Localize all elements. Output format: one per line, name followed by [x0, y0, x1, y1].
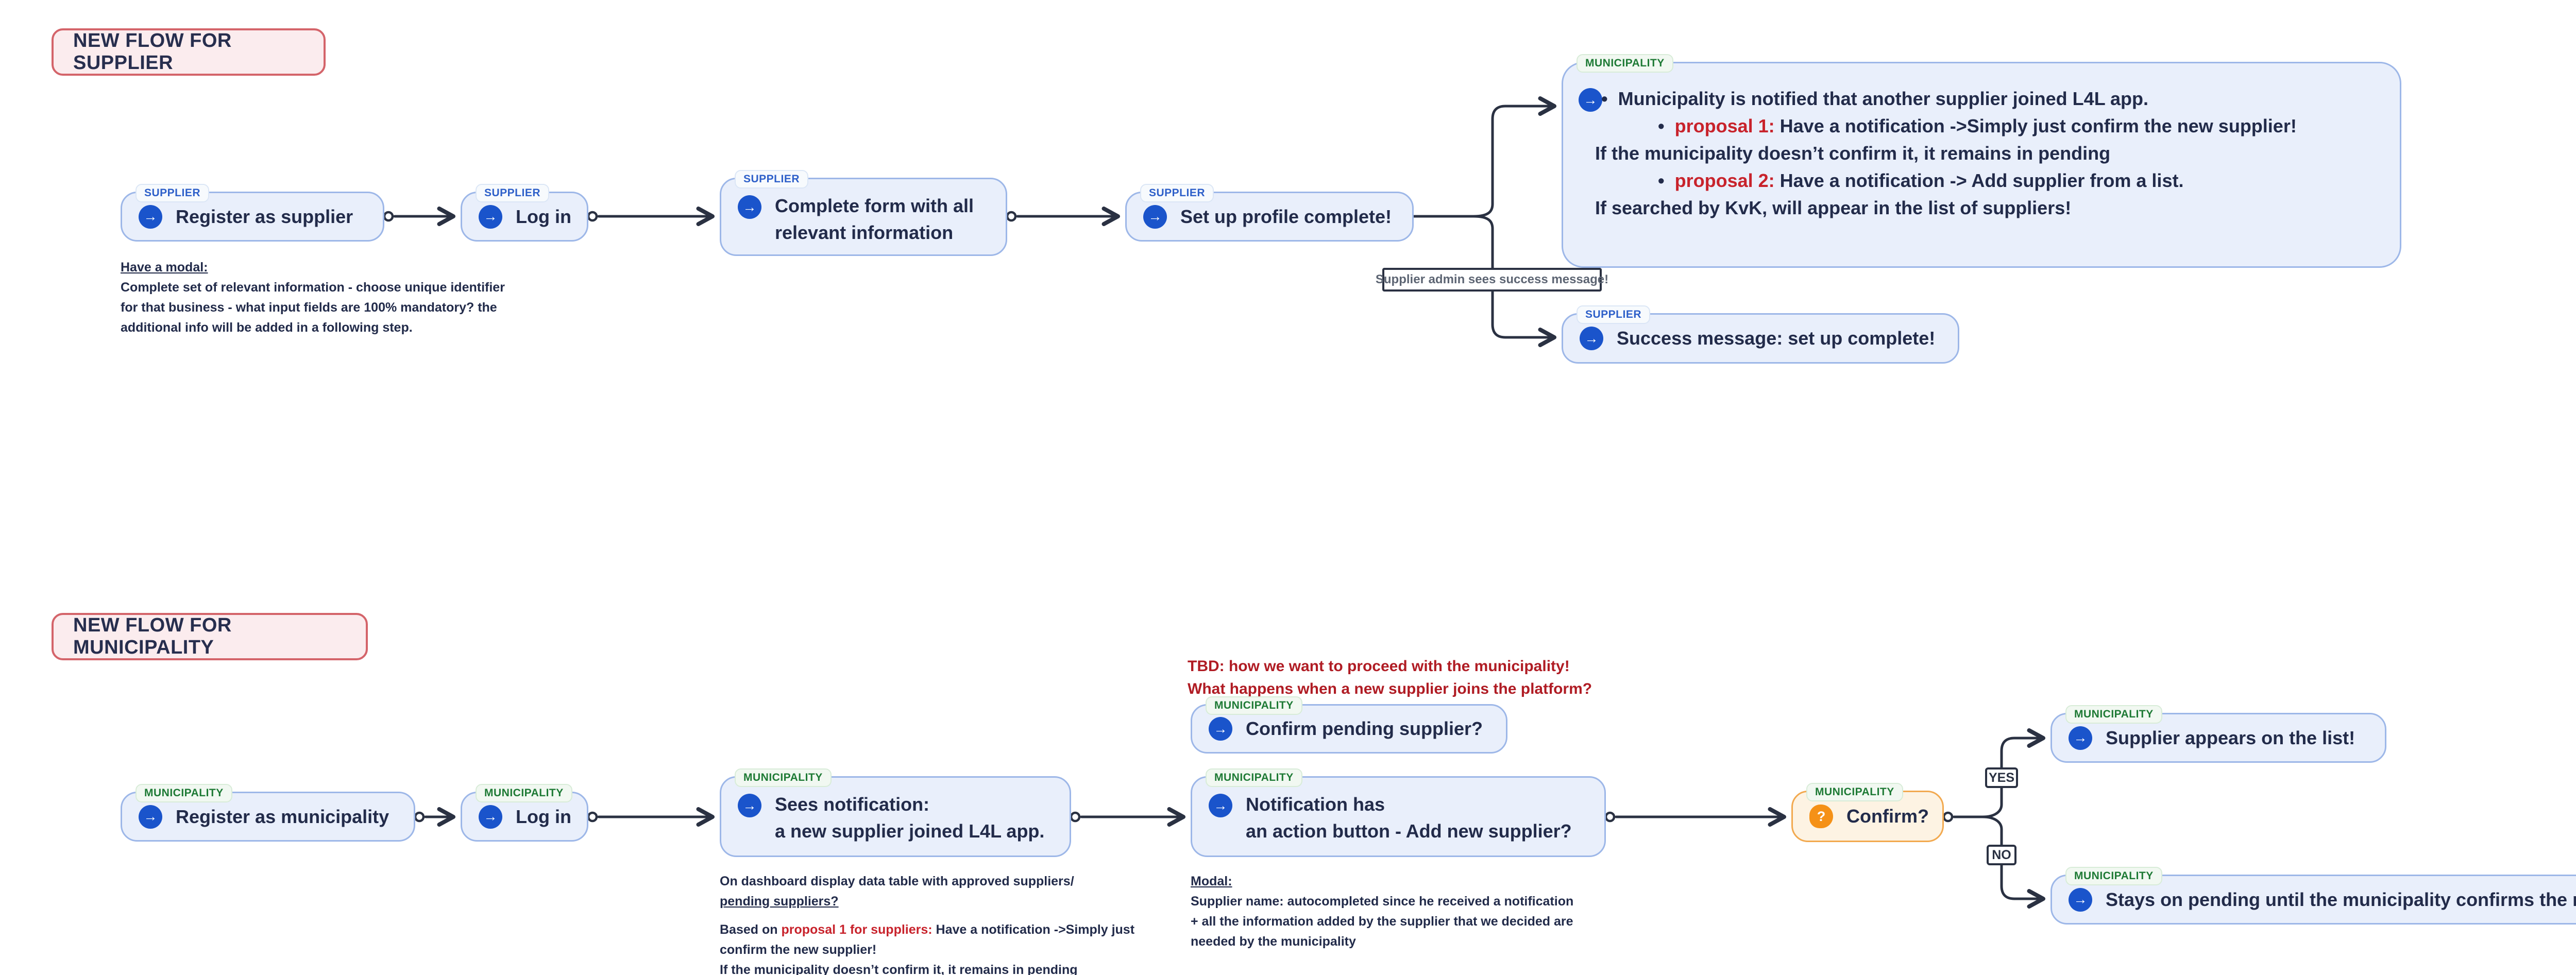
proposal1-label: proposal 1:	[1674, 115, 1775, 136]
arrow-circle-icon: →	[738, 794, 761, 817]
node-label: Sees notification: a new supplier joined…	[775, 791, 1044, 845]
node-label: Confirm pending supplier?	[1246, 718, 1483, 739]
question-icon: ?	[1809, 805, 1833, 828]
node-label: Log in	[516, 206, 571, 227]
node-setup-profile-complete[interactable]: SUPPLIER → Set up profile complete!	[1125, 184, 1414, 242]
note-dashboard[interactable]: On dashboard display data table with app…	[720, 871, 1134, 975]
note-line: for that business - what input fields ar…	[121, 300, 497, 315]
supplier-tag: SUPPLIER	[735, 170, 809, 189]
node-sees-notification[interactable]: MUNICIPALITY → Sees notification: a new …	[720, 768, 1071, 857]
note-line: On dashboard display data table with app…	[720, 874, 1074, 888]
note-line: confirm the new supplier!	[720, 943, 877, 957]
arrow-circle-icon: →	[1209, 794, 1232, 817]
arrow-circle-icon: →	[139, 805, 162, 829]
node-label: Register as municipality	[176, 806, 389, 827]
note-title: Have a modal:	[121, 260, 208, 275]
arrow-circle-icon: →	[479, 805, 502, 829]
note-line: additional info will be added in a follo…	[121, 320, 413, 335]
node-municipality-log-in[interactable]: MUNICIPALITY → Log in	[461, 784, 588, 842]
node-label: Log in	[516, 806, 571, 827]
notified-line3: If the municipality doesn’t confirm it, …	[1595, 143, 2111, 164]
node-label: Register as supplier	[176, 206, 353, 227]
municipality-tag: MUNICIPALITY	[735, 768, 832, 788]
municipality-tag: MUNICIPALITY	[1206, 696, 1302, 715]
edge-label-success-message[interactable]: Supplier admin sees success message!	[1376, 268, 1608, 292]
municipality-tag: MUNICIPALITY	[2065, 705, 2162, 724]
proposal2-label: proposal 2:	[1674, 170, 1775, 191]
node-label: Set up profile complete!	[1180, 206, 1392, 227]
node-confirm-decision[interactable]: MUNICIPALITY ? Confirm?	[1791, 783, 1944, 842]
municipality-tag: MUNICIPALITY	[1206, 768, 1302, 788]
node-municipality-notified[interactable]: MUNICIPALITY → • Municipality is notifie…	[1562, 54, 2401, 268]
arrow-circle-icon: →	[139, 204, 162, 229]
note-line: Supplier name: autocompleted since he re…	[1191, 894, 1574, 909]
arrow-circle-icon: →	[1579, 88, 1602, 112]
note-line: If the municipality doesn’t confirm it, …	[720, 963, 1078, 975]
notified-proposal1: • proposal 1: Have a notification ->Simp…	[1658, 115, 2297, 136]
title-new-flow-for-municipality[interactable]: NEW FLOW FOR MUNICIPALITY	[52, 613, 368, 660]
node-supplier-log-in[interactable]: SUPPLIER → Log in	[461, 184, 588, 242]
supplier-tag: SUPPLIER	[1140, 184, 1214, 203]
arrow-circle-icon: →	[1143, 204, 1167, 229]
arrow-circle-icon: →	[1209, 717, 1232, 741]
arrow-circle-icon: →	[1580, 327, 1603, 350]
note-line: Complete set of relevant information - c…	[121, 280, 505, 295]
node-label: Success message: set up complete!	[1617, 328, 1936, 349]
node-label-line2: relevant information	[775, 222, 954, 243]
note-line: + all the information added by the suppl…	[1191, 914, 1573, 929]
notified-text: • Municipality is notified that another …	[1595, 85, 2386, 221]
supplier-tag: SUPPLIER	[476, 184, 550, 203]
node-label: Confirm?	[1846, 806, 1929, 827]
municipality-tag: MUNICIPALITY	[1806, 783, 1903, 802]
node-stays-on-pending[interactable]: MUNICIPALITY → Stays on pending until th…	[2050, 867, 2576, 925]
node-label-line2: an action button - Add new supplier?	[1246, 820, 1572, 842]
node-notification-action-button[interactable]: MUNICIPALITY → Notification has an actio…	[1191, 768, 1606, 857]
tbd-line1: TBD: how we want to proceed with the mun…	[1188, 658, 1570, 675]
node-confirm-pending-supplier[interactable]: MUNICIPALITY → Confirm pending supplier?	[1191, 696, 1507, 754]
note-line: Based on proposal 1 for suppliers: Have …	[720, 922, 1135, 937]
title-new-flow-for-supplier[interactable]: NEW FLOW FOR SUPPLIER	[52, 28, 326, 76]
node-label: Supplier appears on the list!	[2106, 727, 2355, 748]
note-modal[interactable]: Modal: Supplier name: autocompleted sinc…	[1191, 871, 1573, 952]
note-line: pending suppliers?	[720, 894, 839, 909]
arrow-circle-icon: →	[2069, 887, 2092, 912]
arrow-circle-icon: →	[2069, 726, 2092, 750]
node-label: Complete form with all relevant informat…	[775, 193, 974, 246]
node-label-line1: Notification has	[1246, 794, 1385, 815]
tbd-line2: What happens when a new supplier joins t…	[1188, 680, 1592, 697]
note-line: needed by the municipality	[1191, 934, 1356, 949]
supplier-tag: SUPPLIER	[135, 184, 210, 203]
node-label-line1: Complete form with all	[775, 195, 974, 216]
municipality-tag: MUNICIPALITY	[135, 784, 232, 803]
node-label: Stays on pending until the municipality …	[2106, 888, 2576, 910]
node-label-line1: Sees notification:	[775, 794, 930, 815]
node-register-as-municipality[interactable]: MUNICIPALITY → Register as municipality	[121, 784, 415, 842]
note-tbd[interactable]: TBD: how we want to proceed with the mun…	[1188, 655, 1592, 700]
edge-label-yes[interactable]: YES	[1985, 767, 2018, 788]
proposal1-reference: proposal 1 for suppliers:	[781, 922, 933, 937]
notified-line5: If searched by KvK, will appear in the l…	[1595, 197, 2072, 218]
arrow-circle-icon: →	[738, 195, 761, 219]
note-title: Modal:	[1191, 874, 1232, 888]
node-label: Notification has an action button - Add …	[1246, 791, 1572, 845]
note-have-a-modal[interactable]: Have a modal: Complete set of relevant i…	[121, 258, 505, 338]
notified-proposal2: • proposal 2: Have a notification -> Add…	[1658, 170, 2184, 191]
node-complete-form[interactable]: SUPPLIER → Complete form with all releva…	[720, 170, 1007, 256]
node-success-message[interactable]: SUPPLIER → Success message: set up compl…	[1562, 305, 1959, 364]
arrow-circle-icon: →	[479, 204, 502, 229]
municipality-tag: MUNICIPALITY	[1577, 54, 1673, 73]
edge-label-no[interactable]: NO	[1987, 845, 2016, 865]
node-supplier-appears-on-list[interactable]: MUNICIPALITY → Supplier appears on the l…	[2050, 705, 2386, 763]
node-label-line2: a new supplier joined L4L app.	[775, 820, 1045, 842]
supplier-tag: SUPPLIER	[1577, 305, 1651, 324]
municipality-tag: MUNICIPALITY	[476, 784, 572, 803]
notified-line1: • Municipality is notified that another …	[1601, 88, 2149, 109]
node-register-as-supplier[interactable]: SUPPLIER → Register as supplier	[121, 184, 384, 242]
municipality-tag: MUNICIPALITY	[2065, 867, 2162, 886]
